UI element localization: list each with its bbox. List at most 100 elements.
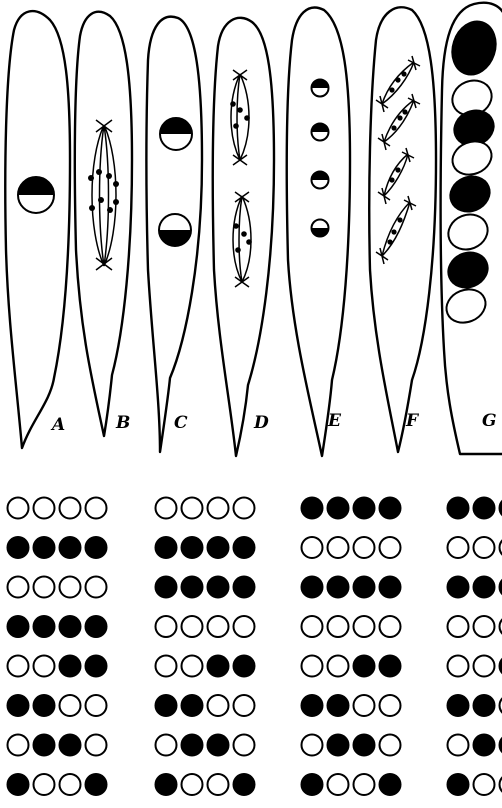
spore-dark <box>86 656 107 677</box>
pattern-row <box>156 656 255 677</box>
spore-dark <box>34 735 55 756</box>
spore-light <box>182 774 203 795</box>
spore-dark <box>8 537 29 558</box>
spore-light <box>86 577 107 598</box>
spore-light <box>380 537 401 558</box>
spore-light <box>448 616 469 637</box>
spore-light <box>448 735 469 756</box>
spore-dark <box>86 537 107 558</box>
spore-dark <box>60 537 81 558</box>
spore-light <box>156 735 177 756</box>
spore-dark <box>474 735 495 756</box>
spore-light <box>182 498 203 519</box>
spore-light <box>302 656 323 677</box>
spore-dark <box>34 537 55 558</box>
spore-light <box>354 695 375 716</box>
spore-light <box>34 656 55 677</box>
pattern-row <box>448 656 502 677</box>
spore-dark <box>380 774 401 795</box>
pattern-row <box>302 616 401 637</box>
spore-dark <box>86 616 107 637</box>
nucleus-c-lower <box>159 214 191 246</box>
spore-light <box>182 616 203 637</box>
spore-light <box>208 498 229 519</box>
spore-dark <box>448 774 469 795</box>
spore-dark <box>8 616 29 637</box>
nucleus-e-1 <box>312 80 329 97</box>
spore-dark <box>474 498 495 519</box>
pattern-row <box>448 498 502 519</box>
pattern-row <box>8 774 107 795</box>
spore-dark <box>156 695 177 716</box>
spore-dark <box>328 695 349 716</box>
spore-dark <box>208 656 229 677</box>
pattern-row <box>156 735 255 756</box>
pattern-row <box>8 537 107 558</box>
pattern-row <box>302 774 401 795</box>
spore-light <box>34 577 55 598</box>
pattern-row <box>156 577 255 598</box>
pattern-row <box>156 498 255 519</box>
pattern-row <box>8 656 107 677</box>
ascus-a-outline <box>5 11 70 448</box>
spore-light <box>448 537 469 558</box>
spore-light <box>208 695 229 716</box>
pattern-row <box>8 498 107 519</box>
spore-dark <box>474 577 495 598</box>
spore-dark <box>182 695 203 716</box>
spore-light <box>8 735 29 756</box>
spore-light <box>328 537 349 558</box>
spore-light <box>302 735 323 756</box>
pattern-column-1 <box>8 498 107 796</box>
spore-dark <box>302 577 323 598</box>
spore-dark <box>234 774 255 795</box>
spore-light <box>60 695 81 716</box>
spore-light <box>448 656 469 677</box>
pattern-row <box>302 735 401 756</box>
ascus-b-outline <box>75 12 132 436</box>
panel-label-d: D <box>253 413 269 433</box>
panel-label-c: C <box>174 413 188 433</box>
spore-light <box>86 735 107 756</box>
spore-dark <box>156 774 177 795</box>
ascus-e: E <box>287 8 350 456</box>
spore-dark <box>86 774 107 795</box>
spore-dark <box>302 695 323 716</box>
spore-dark <box>302 774 323 795</box>
spore-dark <box>182 537 203 558</box>
spore-dark <box>474 695 495 716</box>
spore-dark <box>448 695 469 716</box>
spore-dark <box>234 537 255 558</box>
spore-dark <box>8 695 29 716</box>
spore-dark <box>302 498 323 519</box>
panel-label-e: E <box>327 411 342 431</box>
spore-light <box>60 498 81 519</box>
spore-light <box>328 656 349 677</box>
nucleus-a <box>18 177 54 213</box>
spore-light <box>8 656 29 677</box>
spore-light <box>354 774 375 795</box>
spore-dark <box>34 695 55 716</box>
spore-dark <box>8 774 29 795</box>
nucleus-e-4 <box>312 220 329 237</box>
pattern-column-2 <box>156 498 255 796</box>
spore-light <box>86 498 107 519</box>
spore-dark <box>448 498 469 519</box>
spore-light <box>474 537 495 558</box>
pattern-row <box>302 498 401 519</box>
ascus-b: B <box>75 12 132 436</box>
pattern-row <box>156 695 255 716</box>
spore-light <box>234 695 255 716</box>
pattern-row <box>448 735 502 756</box>
pattern-row <box>8 577 107 598</box>
panel-label-a: A <box>50 415 65 435</box>
spore-dark <box>208 537 229 558</box>
spore-dark <box>328 577 349 598</box>
spore-light <box>328 616 349 637</box>
spore-dark <box>156 577 177 598</box>
spore-light <box>354 537 375 558</box>
spore-dark <box>60 735 81 756</box>
spore-light <box>60 577 81 598</box>
pattern-column-3 <box>302 498 401 796</box>
